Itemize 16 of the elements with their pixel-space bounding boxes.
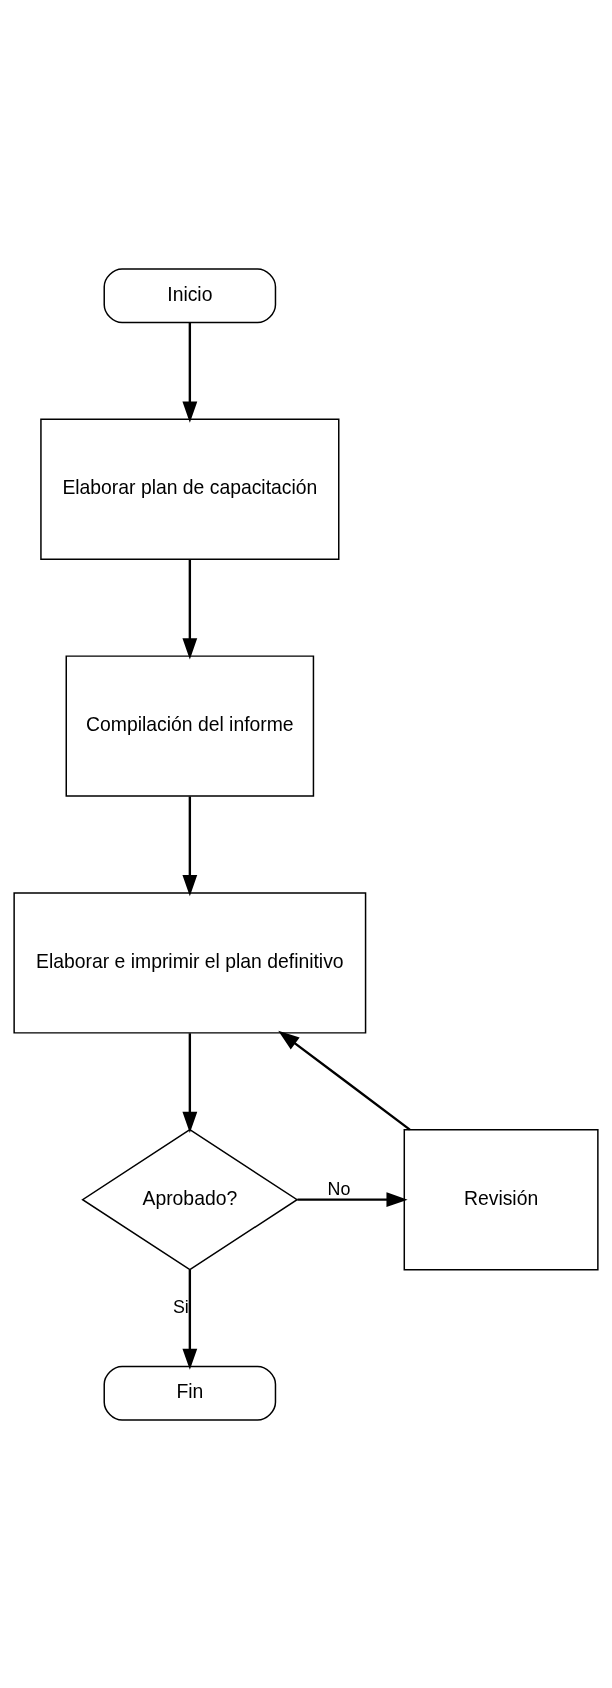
arrow xyxy=(278,1030,411,1131)
arrow xyxy=(182,1032,198,1133)
node-box: Inicio xyxy=(103,267,277,323)
arrow xyxy=(182,322,198,423)
node-box: Elaborar plan de capacitación xyxy=(40,418,340,560)
node-box: Fin xyxy=(103,1365,277,1421)
edge-label: Si xyxy=(172,1296,189,1317)
node-box: Revisión xyxy=(403,1128,599,1270)
arrow xyxy=(297,1191,408,1207)
arrow xyxy=(182,1269,198,1370)
node-box: Compilación del informe xyxy=(65,654,315,797)
arrow xyxy=(182,796,198,896)
node-diamond: Aprobado? xyxy=(81,1128,299,1271)
edge-label: No xyxy=(327,1178,351,1199)
node-box: Elaborar e imprimir el plan definitivo xyxy=(13,891,367,1034)
arrow xyxy=(182,559,198,659)
